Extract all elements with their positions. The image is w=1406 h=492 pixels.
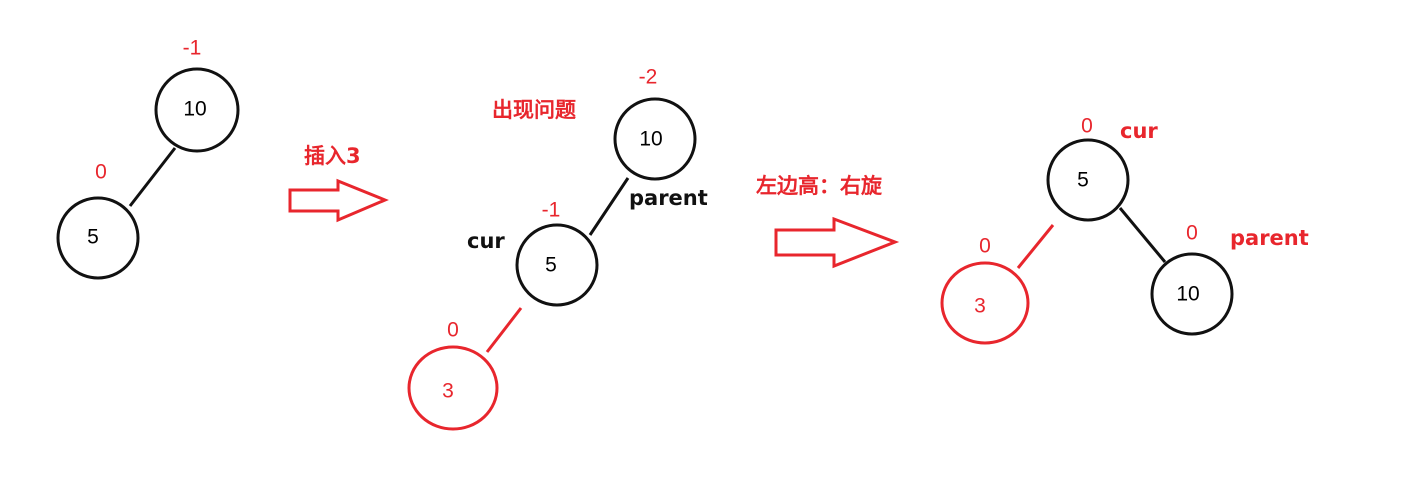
stage3-edge-5-10 <box>1118 207 1167 263</box>
stage2-parent-tag: parent <box>629 186 708 210</box>
stage3-tree: 5 0 cur 3 0 10 0 parent <box>940 115 1309 345</box>
stage2-node-3-balance: 0 <box>447 319 459 342</box>
stage1-node-5-balance: 0 <box>95 161 107 184</box>
rotation-arrow-icon <box>774 216 900 269</box>
insert-arrow-icon <box>288 178 389 223</box>
stage2-node-5-value: 5 <box>545 254 557 277</box>
stage3-node-3-value: 3 <box>974 295 986 318</box>
stage1-tree: 10 -1 5 0 <box>56 37 240 280</box>
stage2-node-5-balance: -1 <box>542 199 561 222</box>
insert-step-label: 插入3 <box>304 144 361 168</box>
stage3-node-5: 5 <box>1046 138 1130 222</box>
stage3-node-3-balance: 0 <box>979 235 991 258</box>
stage3-cur-tag: cur <box>1120 119 1158 143</box>
stage2-node-10-balance: -2 <box>639 66 658 89</box>
stage3-edge-5-3 <box>1016 224 1055 269</box>
stage1-node-5: 5 <box>56 196 140 280</box>
stage2-edge-5-3 <box>485 307 523 353</box>
stage3-node-10-balance: 0 <box>1186 222 1198 245</box>
stage1-node-10-balance: -1 <box>183 37 202 60</box>
stage2-node-3-value: 3 <box>442 380 454 403</box>
stage3-node-3: 3 <box>940 261 1030 345</box>
problem-label: 出现问题 <box>492 98 577 122</box>
stage2-node-10-value: 10 <box>639 128 662 151</box>
rotation-step-label: 左边高：右旋 <box>756 174 883 198</box>
stage2-node-10: 10 <box>613 97 697 181</box>
stage2-node-5: 5 <box>515 223 599 307</box>
stage2-cur-tag: cur <box>467 229 505 253</box>
stage3-node-10-value: 10 <box>1176 283 1199 306</box>
stage1-edge-10-5 <box>128 147 177 207</box>
stage1-node-10: 10 <box>154 67 240 153</box>
stage2-node-3: 3 <box>407 345 499 431</box>
stage2-tree: 出现问题 10 -2 parent 5 -1 cur 3 0 <box>407 66 708 431</box>
stage3-node-5-value: 5 <box>1077 169 1089 192</box>
stage2-edge-10-5 <box>588 177 630 236</box>
stage3-parent-tag: parent <box>1230 226 1309 250</box>
stage1-node-10-value: 10 <box>183 98 206 121</box>
stage3-node-5-balance: 0 <box>1081 115 1093 138</box>
stage3-node-10: 10 <box>1150 252 1234 336</box>
stage1-node-5-value: 5 <box>87 226 99 249</box>
